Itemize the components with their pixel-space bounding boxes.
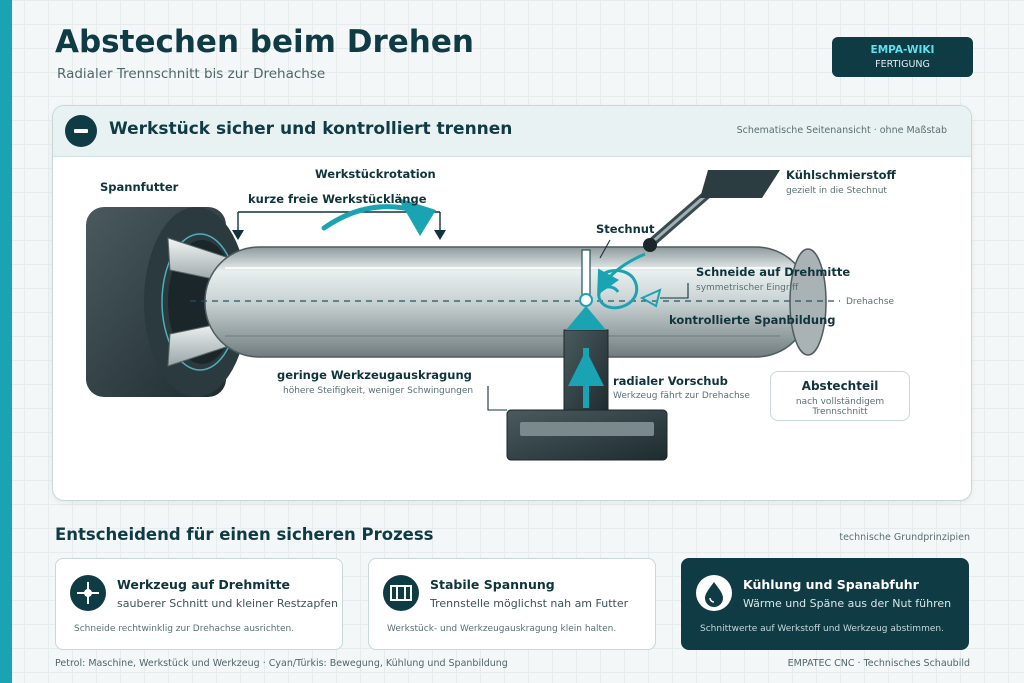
label-coolant-sub: gezielt in die Stechnut <box>786 186 887 196</box>
label-rotation: Werkstückrotation <box>315 167 436 181</box>
label-coolant: Kühlschmierstoff <box>786 168 896 182</box>
panel-title: Werkstück sicher und kontrolliert trenne… <box>109 119 513 139</box>
coolant-nozzle <box>643 170 780 252</box>
droplet-icon <box>696 575 732 611</box>
rotation-arrowhead <box>398 198 436 236</box>
card-title: Stabile Spannung <box>430 577 555 592</box>
label-short-length: kurze freie Werkstücklänge <box>248 192 427 206</box>
label-overhang: geringe Werkzeugauskragung <box>277 368 472 382</box>
card-note: Schneide rechtwinklig zur Drehachse ausr… <box>74 624 295 634</box>
card-note: Schnittwerte auf Werkstoff und Werkzeug … <box>700 624 944 634</box>
label-feed-sub: Werkzeug fährt zur Drehachse <box>613 391 750 401</box>
card-note: Werkstück- und Werkzeugauskragung klein … <box>387 624 617 634</box>
card-cooling: Kühlung und Spanabfuhr Wärme und Späne a… <box>681 558 969 650</box>
card-subtitle: Wärme und Späne aus der Nut führen <box>743 597 952 610</box>
card-subtitle: sauberer Schnitt und kleiner Restzapfen <box>117 597 338 610</box>
chip-spiral <box>597 269 639 310</box>
page-title: Abstechen beim Drehen <box>55 24 474 60</box>
section-title: Entscheidend für einen sicheren Prozess <box>55 525 434 544</box>
label-chip: kontrollierte Spanbildung <box>669 313 836 327</box>
label-parted-sub: nach vollständigem Trennschnitt <box>795 397 885 417</box>
parted-part-box: Abstechteil nach vollständigem Trennschn… <box>770 371 910 421</box>
clamp-icon <box>383 575 419 611</box>
footer-legend: Petrol: Maschine, Werkstück und Werkzeug… <box>55 658 508 669</box>
workpiece <box>204 246 827 358</box>
card-subtitle: Trennstelle möglichst nah am Futter <box>430 597 629 610</box>
card-title: Werkzeug auf Drehmitte <box>117 577 291 592</box>
panel-header: Werkstück sicher und kontrolliert trenne… <box>53 106 971 157</box>
panel-note: Schematische Seitenansicht · ohne Maßsta… <box>736 125 947 136</box>
label-feed: radialer Vorschub <box>613 374 728 388</box>
accent-bar <box>0 0 12 683</box>
minus-icon <box>65 115 97 147</box>
parting-tool <box>506 293 668 461</box>
card-clamping: Stabile Spannung Trennstelle möglichst n… <box>368 558 656 650</box>
label-chuck: Spannfutter <box>100 180 179 194</box>
label-axis: Drehachse <box>846 297 895 307</box>
badge-line2: FERTIGUNG <box>875 59 930 70</box>
label-center: Schneide auf Drehmitte <box>696 265 851 279</box>
card-center: Werkzeug auf Drehmitte sauberer Schnitt … <box>55 558 343 650</box>
badge-line1: EMPA-WIKI <box>870 44 935 56</box>
groove <box>581 249 591 301</box>
wiki-badge: EMPA-WIKI FERTIGUNG <box>832 37 973 77</box>
label-center-sub: symmetrischer Eingriff <box>696 283 799 293</box>
length-arrow-left <box>232 230 244 240</box>
crosshair-icon <box>70 575 106 611</box>
label-overhang-sub: höhere Steifigkeit, weniger Schwingungen <box>283 386 474 396</box>
length-arrow-right <box>434 230 446 240</box>
section-note: technische Grundprinzipien <box>839 532 970 543</box>
footer-credit: EMPATEC CNC · Technisches Schaubild <box>787 658 970 669</box>
card-title: Kühlung und Spanabfuhr <box>743 577 919 592</box>
leader-lines <box>487 239 689 411</box>
chip-arrowhead <box>639 288 662 308</box>
page-subtitle: Radialer Trennschnitt bis zur Drehachse <box>57 66 326 82</box>
label-groove: Stechnut <box>596 222 655 236</box>
label-parted: Abstechteil <box>801 379 879 393</box>
